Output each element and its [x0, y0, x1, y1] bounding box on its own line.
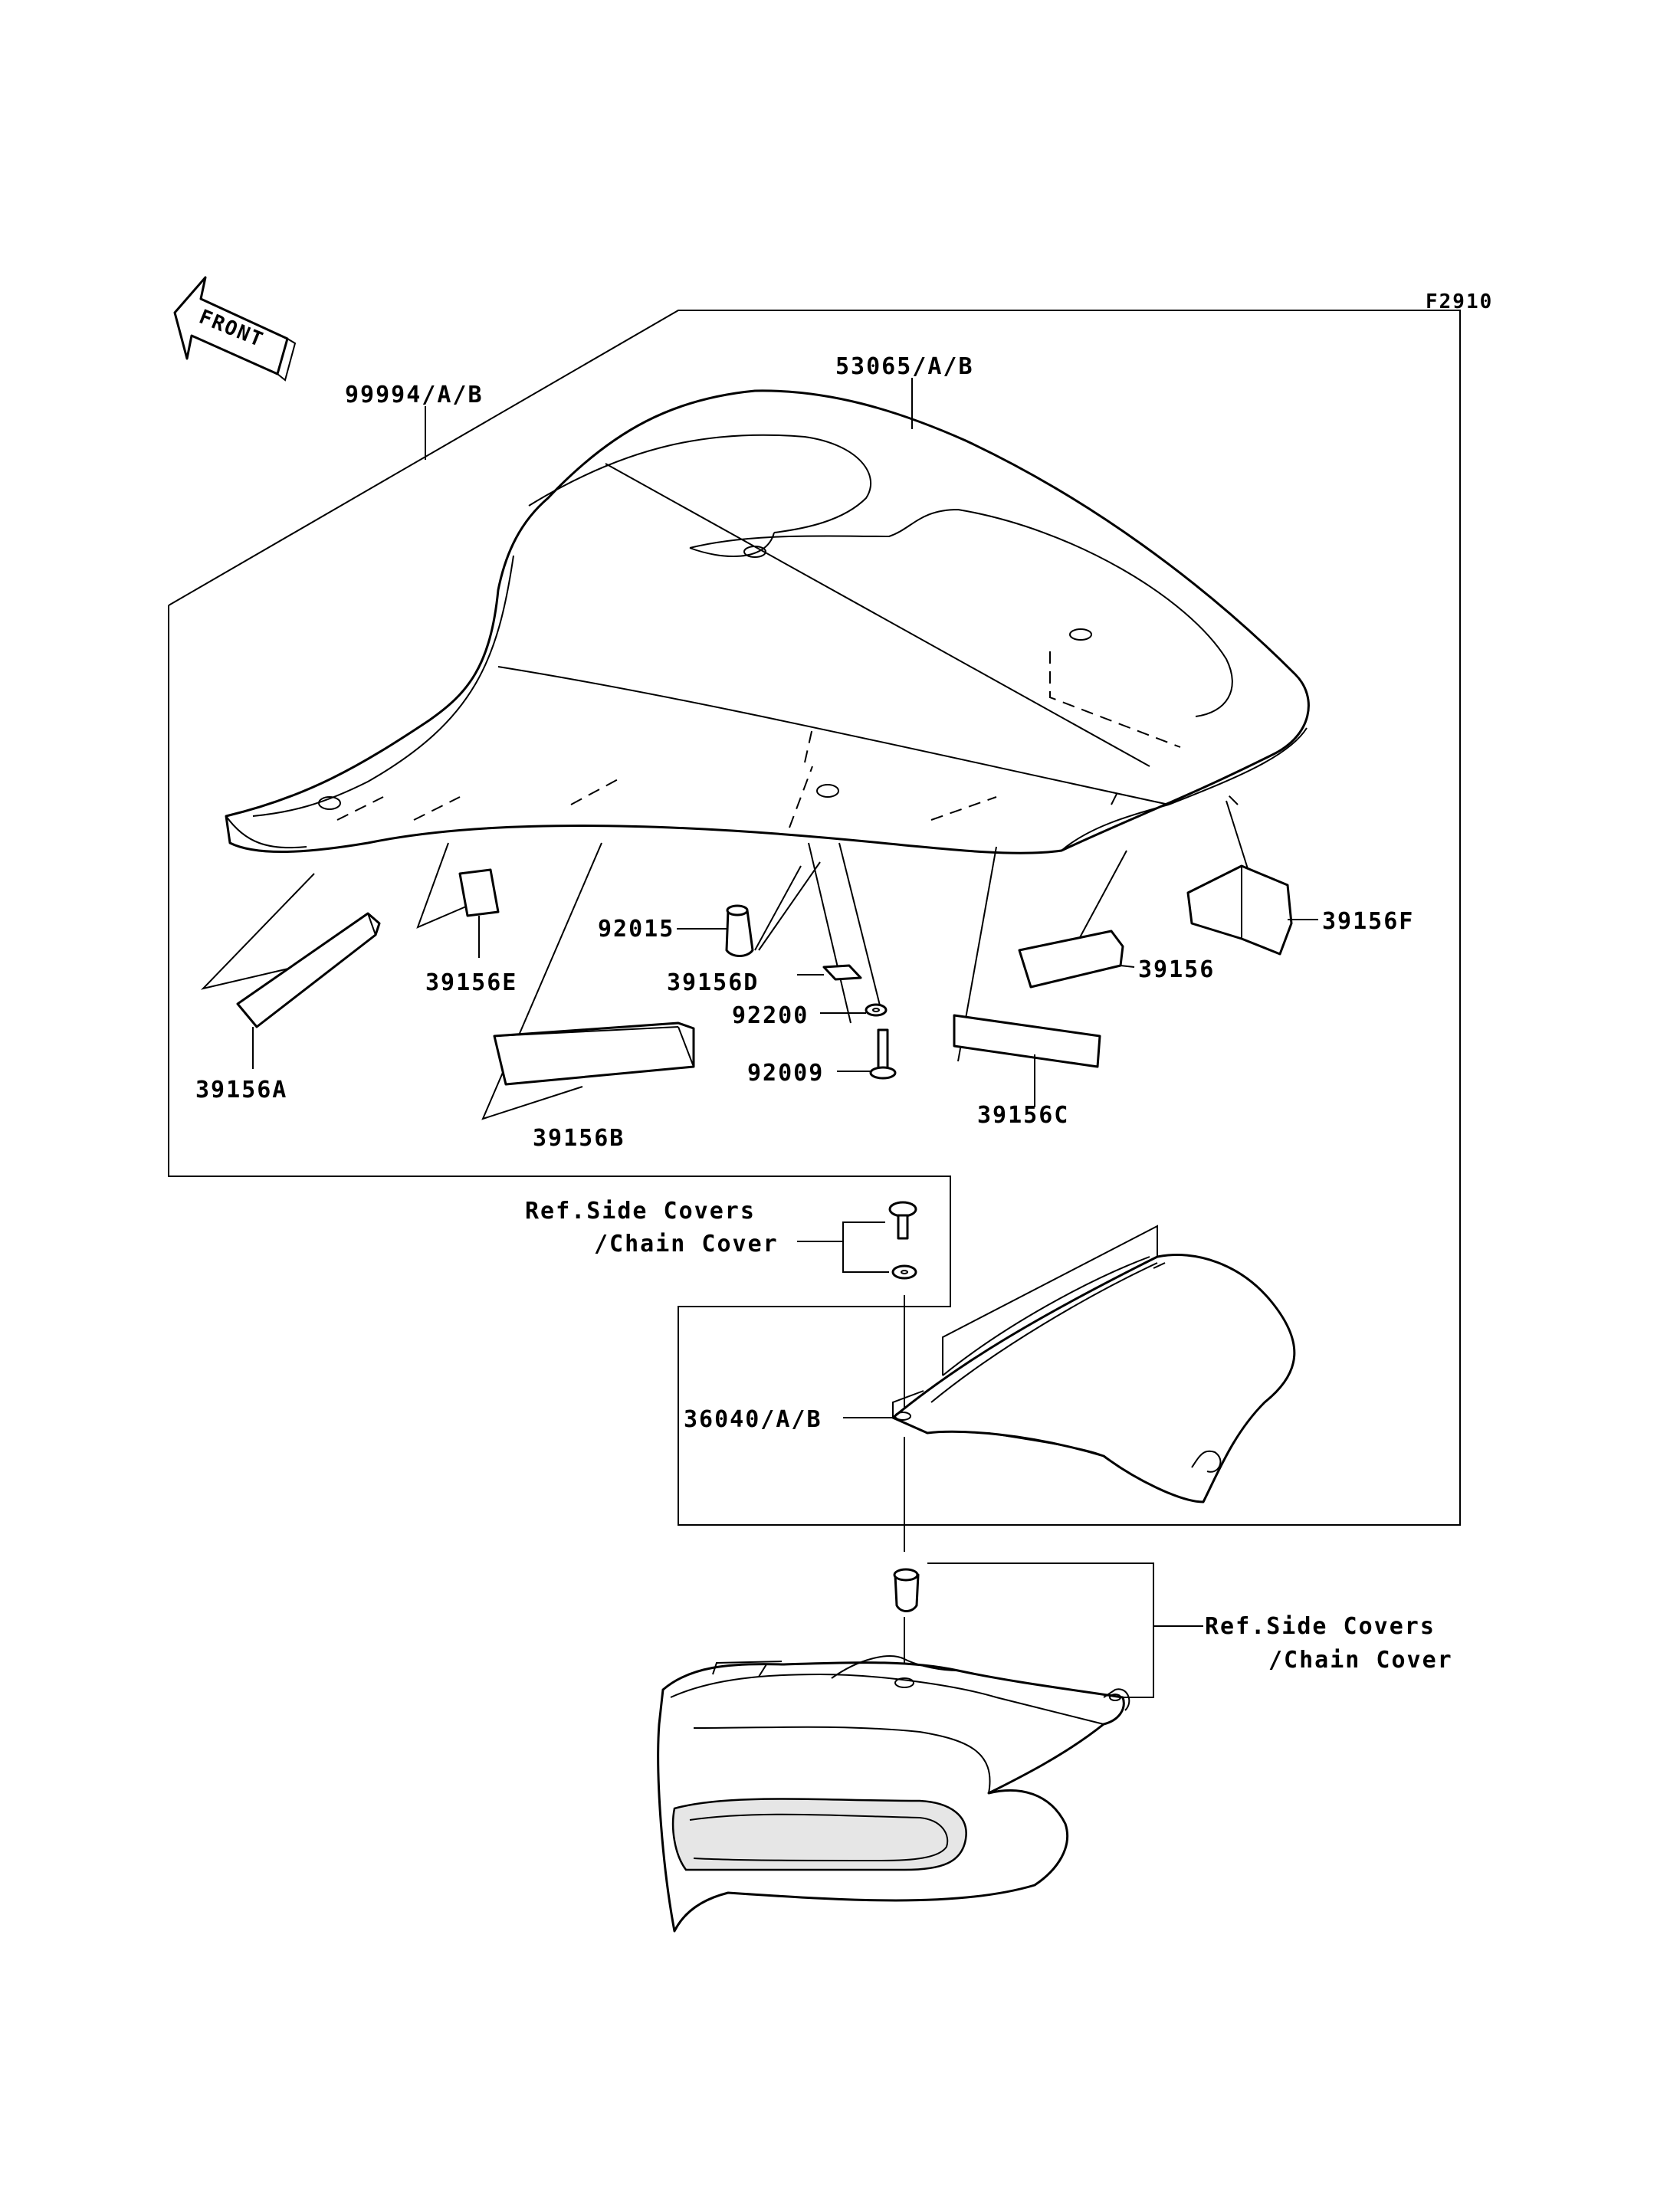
collar-92015-part — [677, 904, 754, 957]
hidden-placement-lines — [336, 727, 1239, 828]
pad-39156D-part — [797, 964, 862, 981]
tail-cowl-part — [657, 1655, 1130, 1933]
label-92015: 92015 — [598, 916, 674, 943]
lower-collar-part — [893, 1568, 920, 1612]
label-36040: 36040/A/B — [684, 1406, 822, 1433]
leader-lines — [200, 800, 1250, 1120]
label-39156B: 39156B — [533, 1125, 625, 1152]
bolt-92009-part — [837, 1028, 897, 1080]
label-39156E: 39156E — [425, 969, 517, 996]
ref-upper-line1: Ref.Side Covers — [525, 1198, 756, 1225]
pad-39156E-part — [458, 868, 500, 958]
ref-upper-bracket — [842, 1221, 889, 1273]
label-39156A: 39156A — [195, 1077, 287, 1103]
side-cover-36040-part — [891, 1225, 1296, 1503]
label-39156C: 39156C — [977, 1102, 1069, 1129]
assembly-bracket — [168, 310, 1461, 1526]
pad-39156C-part — [953, 1014, 1101, 1107]
washer-part — [891, 1264, 917, 1280]
front-arrow-icon: FRONT — [173, 276, 297, 382]
pad-39156B-part — [493, 1021, 695, 1086]
ref-lower-line1: Ref.Side Covers — [1205, 1613, 1436, 1640]
ref-lower-line2: /Chain Cover — [1268, 1647, 1453, 1674]
ref-lower-bracket — [927, 1562, 1154, 1698]
label-39156F: 39156F — [1322, 908, 1414, 935]
seat-cover-part — [225, 389, 1310, 854]
pad-39156A-part — [236, 912, 381, 1069]
label-99994: 99994/A/B — [345, 382, 484, 408]
label-92200: 92200 — [732, 1002, 809, 1029]
label-53065: 53065/A/B — [835, 353, 974, 380]
ref-upper-line2: /Chain Cover — [594, 1231, 779, 1258]
label-39156: 39156 — [1138, 956, 1215, 983]
pad-39156-part — [1018, 930, 1135, 989]
washer-92200-part — [820, 1003, 888, 1017]
label-39156D: 39156D — [667, 969, 759, 996]
label-92009: 92009 — [747, 1060, 824, 1087]
pad-39156F-part — [1186, 864, 1318, 956]
screw-part — [888, 1201, 917, 1240]
